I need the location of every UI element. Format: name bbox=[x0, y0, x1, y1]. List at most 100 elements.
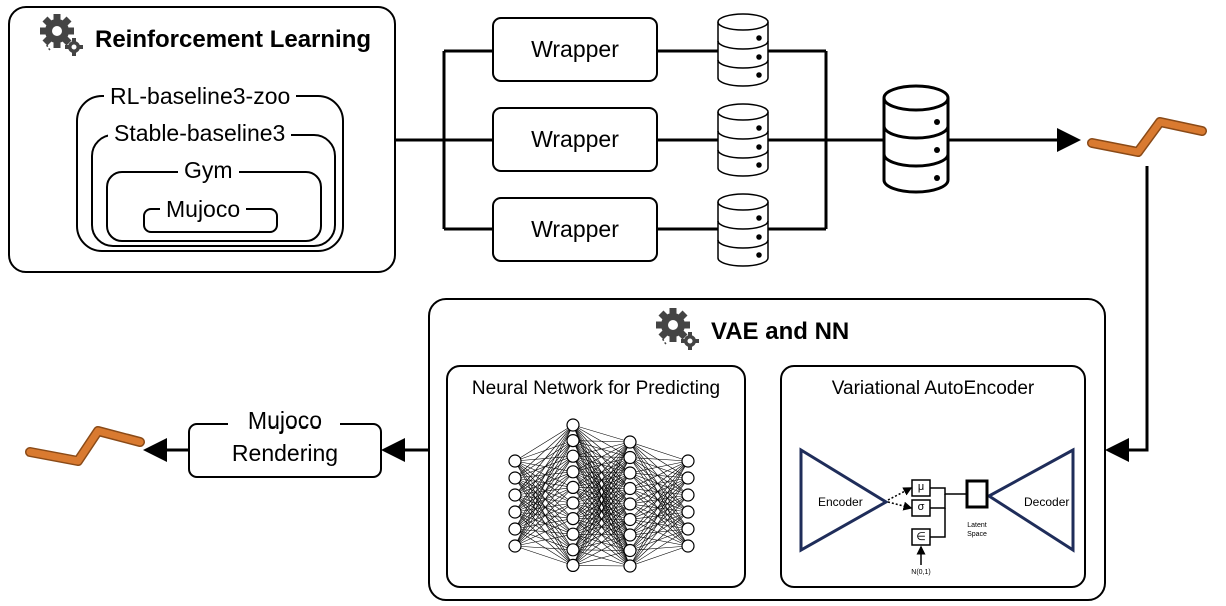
nn-node bbox=[681, 454, 695, 468]
nn-edge bbox=[629, 528, 689, 551]
nn-edge bbox=[514, 440, 574, 479]
nn-edge bbox=[629, 488, 689, 530]
nn-node bbox=[508, 454, 522, 468]
wrapper-box-1 bbox=[492, 17, 658, 82]
nn-edge bbox=[572, 472, 631, 566]
nn-edge bbox=[514, 471, 574, 547]
wrapper-label-1: Wrapper bbox=[531, 36, 619, 62]
nn-node bbox=[681, 539, 695, 553]
nn-node bbox=[681, 471, 695, 485]
nn-edge bbox=[629, 472, 689, 547]
nn-title: Neural Network for Predicting bbox=[471, 378, 721, 399]
nn-edge bbox=[629, 441, 689, 547]
epsilon-label: ∈ bbox=[916, 531, 926, 543]
nn-edge bbox=[514, 528, 574, 535]
database-icon bbox=[717, 13, 769, 87]
nn-edge bbox=[629, 494, 689, 536]
nn-node bbox=[566, 418, 580, 432]
nn-node bbox=[623, 497, 637, 511]
nn-edge bbox=[629, 494, 689, 567]
nn-edge bbox=[629, 494, 689, 551]
nn-node bbox=[508, 488, 522, 502]
nn-edge bbox=[629, 460, 689, 551]
nn-edge bbox=[514, 487, 574, 513]
nn-edge bbox=[629, 477, 689, 520]
nn-edge bbox=[514, 456, 574, 547]
latent-box bbox=[965, 479, 989, 509]
robot-arm-icon bbox=[25, 426, 145, 466]
gear-icon bbox=[40, 14, 84, 58]
nn-node bbox=[508, 539, 522, 553]
nn-edge bbox=[572, 441, 631, 550]
nn-node bbox=[508, 522, 522, 536]
nn-node bbox=[681, 488, 695, 502]
nn-edge bbox=[629, 494, 689, 505]
nn-edge bbox=[629, 477, 689, 551]
nn-edge bbox=[629, 545, 689, 567]
nn-edge bbox=[629, 511, 689, 567]
nn-edge bbox=[572, 565, 631, 567]
nn-edge bbox=[629, 488, 689, 547]
nn-edge bbox=[514, 494, 574, 551]
nn-edge bbox=[514, 460, 574, 566]
nn-edge bbox=[514, 477, 574, 535]
nn-edge bbox=[514, 456, 574, 530]
nn-edge bbox=[514, 460, 574, 473]
mujoco-rendering-box bbox=[188, 423, 382, 478]
nn-edge bbox=[572, 441, 631, 457]
nn-edge bbox=[629, 457, 689, 496]
nn-edge bbox=[514, 511, 574, 566]
nn-edge bbox=[629, 519, 689, 547]
decoder-shape bbox=[986, 447, 1075, 553]
nn-edge bbox=[629, 477, 689, 567]
sigma-label: σ bbox=[917, 501, 925, 513]
nn-edge bbox=[572, 457, 631, 566]
nn-edge bbox=[514, 528, 574, 551]
nn-edge bbox=[629, 457, 689, 513]
nn-edge bbox=[572, 441, 631, 473]
encoder-shape bbox=[799, 447, 889, 553]
nn-edge bbox=[629, 460, 689, 567]
wrapper-box-3 bbox=[492, 197, 658, 262]
nn-edge bbox=[629, 457, 689, 547]
nn-edge bbox=[629, 460, 689, 489]
rendering-label-line2: Rendering bbox=[231, 440, 339, 466]
nn-edge bbox=[514, 502, 574, 513]
nn-edge bbox=[514, 460, 574, 550]
wrapper-label-3: Wrapper bbox=[531, 216, 619, 242]
nn-edge bbox=[514, 440, 574, 462]
nn-edge bbox=[514, 460, 574, 535]
nn-edge bbox=[572, 424, 631, 443]
database-icon bbox=[717, 193, 769, 267]
nn-edge bbox=[572, 441, 631, 519]
nn-edge bbox=[572, 519, 631, 566]
vae-title: Variational AutoEncoder bbox=[831, 378, 1035, 399]
nn-edge bbox=[514, 545, 574, 551]
nn-edge bbox=[572, 441, 631, 488]
database-icon bbox=[717, 103, 769, 177]
stable-baselines-label: Stable-baseline3 bbox=[108, 120, 292, 147]
nn-edge bbox=[629, 511, 689, 520]
nn-node bbox=[623, 466, 637, 480]
nn-edge bbox=[514, 424, 574, 496]
nn-node bbox=[508, 471, 522, 485]
nn-edge bbox=[514, 471, 574, 530]
nn-edge bbox=[514, 477, 574, 488]
nn-edge bbox=[514, 460, 574, 488]
nn-edge bbox=[514, 424, 574, 513]
nn-edge bbox=[514, 460, 574, 504]
nn-edge bbox=[514, 528, 574, 566]
nn-edge bbox=[629, 488, 689, 513]
decoder-label: Decoder bbox=[1024, 495, 1070, 509]
noise-label: N(0,1) bbox=[911, 569, 931, 576]
nn-edge bbox=[514, 477, 574, 519]
nn-edge bbox=[629, 503, 689, 530]
nn-edge bbox=[514, 511, 574, 551]
nn-edge bbox=[629, 472, 689, 513]
rendering-label-line1-top: Mujoco bbox=[247, 407, 323, 433]
nn-edge bbox=[514, 494, 574, 566]
nn-edge bbox=[514, 502, 574, 547]
nn-edge bbox=[629, 528, 689, 567]
nn-edge bbox=[514, 477, 574, 504]
